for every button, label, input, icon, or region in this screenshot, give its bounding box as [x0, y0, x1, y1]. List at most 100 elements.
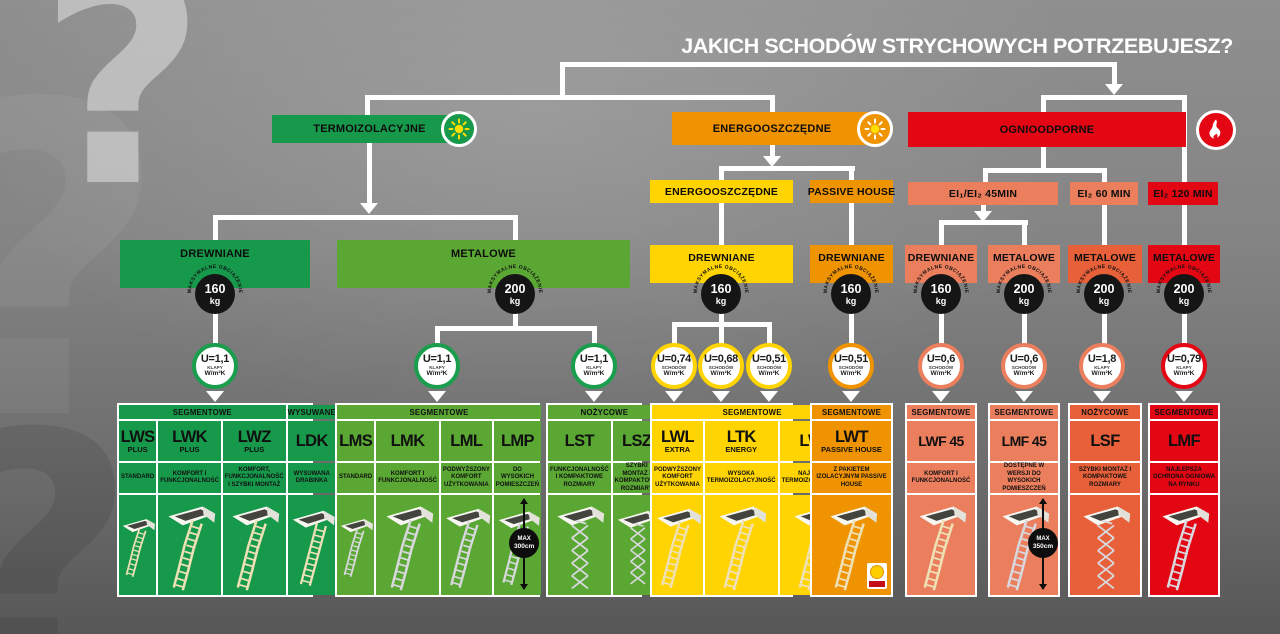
arrow-down-icon: [763, 156, 781, 167]
svg-text:kg: kg: [1099, 296, 1110, 306]
ladder-image: [222, 495, 286, 595]
question-mark-watermark: ?: [0, 390, 137, 634]
product-description: NAJLEPSZA OCHRONA OGNIOWA NA RYNKU: [1150, 463, 1218, 493]
connector-line: [770, 145, 775, 158]
type-header: SEGMENTOWE: [337, 405, 542, 419]
connector-line: [719, 306, 724, 324]
svg-text:kg: kg: [510, 296, 521, 306]
node-energooszczedne-sub: ENERGOOSZCZĘDNE: [650, 180, 793, 203]
connector-line: [560, 62, 565, 100]
product-table-lwf45: SEGMENTOWE LWF 45 KOMFORT I FUNKCJONALNO…: [905, 403, 977, 597]
connector-line: [213, 215, 517, 220]
svg-text:kg: kg: [1019, 296, 1030, 306]
arrow-down-icon: [1093, 391, 1111, 402]
node-ei120: EI₂ 120 MIN: [1148, 182, 1218, 205]
svg-text:kg: kg: [846, 296, 857, 306]
ladder-image: [158, 495, 221, 595]
connector-line: [1182, 205, 1187, 247]
sun-glyph: [864, 118, 886, 140]
connector-line: [513, 215, 518, 243]
sun-glyph: [448, 118, 470, 140]
type-header: SEGMENTOWE: [990, 405, 1058, 419]
connector-line: [1102, 205, 1107, 247]
connector-line: [365, 95, 370, 117]
svg-text:200: 200: [1174, 282, 1195, 296]
arrow-down-icon: [932, 391, 950, 402]
svg-text:200: 200: [1014, 282, 1035, 296]
product-table-lsf: NOŻYCOWE LSF SZYBKI MONTAŻ I KOMPAKTOWE …: [1068, 403, 1142, 597]
svg-text:160: 160: [205, 282, 226, 296]
connector-line: [213, 286, 218, 345]
connector-line: [983, 168, 1107, 173]
product-description: WYSUWANA DRABINKA: [287, 463, 336, 493]
arrow-down-icon: [360, 203, 378, 214]
product-description: KOMFORT I FUNKCJONALNOŚĆ: [376, 463, 439, 493]
product-description: KOMFORT I FUNKCJONALNOŚĆ: [158, 463, 221, 493]
product-description: DOSTĘPNE W WERSJI DO WYSOKICH POMIESZCZE…: [990, 463, 1058, 493]
type-header: SEGMENTOWE: [652, 405, 853, 419]
connector-line: [849, 203, 854, 247]
arrow-down-icon: [1175, 391, 1193, 402]
connector-line: [719, 166, 724, 183]
arrow-down-icon: [712, 391, 730, 402]
connector-line: [592, 326, 597, 345]
connector-line: [1182, 306, 1187, 345]
type-header: WYSUWANE: [287, 405, 336, 419]
ladder-image: [548, 495, 611, 595]
arrow-down-icon: [428, 391, 446, 402]
branch-energooszczedne: ENERGOOSZCZĘDNE: [672, 112, 872, 145]
connector-line: [939, 220, 1028, 225]
svg-text:kg: kg: [210, 296, 221, 306]
arrow-down-icon: [760, 391, 778, 402]
connector-line: [849, 166, 854, 183]
type-header: SEGMENTOWE: [119, 405, 286, 419]
type-header: SEGMENTOWE: [907, 405, 975, 419]
product-description: STANDARD: [119, 463, 157, 493]
connector-line: [213, 215, 218, 243]
node-ei45: EI₁/EI₂ 45MIN: [908, 182, 1058, 205]
connector-line: [983, 168, 988, 185]
flame-icon: [1196, 110, 1236, 150]
connector-line: [365, 95, 775, 100]
ladder-image: [812, 495, 891, 595]
product-description: WYSOKA TERMOIZOLACYJNOŚĆ: [704, 463, 778, 493]
connector-line: [719, 203, 724, 247]
arrow-down-icon: [206, 391, 224, 402]
arrow-down-icon: [974, 211, 992, 222]
sun-icon: [857, 111, 893, 147]
node-ei60: EI₂ 60 MIN: [1070, 182, 1138, 205]
arrow-down-icon: [585, 391, 603, 402]
ladder-image: [1070, 495, 1140, 595]
product-description: STANDARD: [337, 463, 375, 493]
connector-line: [1112, 62, 1117, 86]
connector-line: [981, 205, 986, 213]
connector-line: [770, 95, 775, 115]
product-name: LML: [440, 421, 492, 461]
flame-glyph: [1209, 119, 1221, 139]
product-name: LMS: [337, 421, 375, 461]
product-description: KOMFORT I FUNKCJONALNOŚĆ: [907, 463, 975, 493]
